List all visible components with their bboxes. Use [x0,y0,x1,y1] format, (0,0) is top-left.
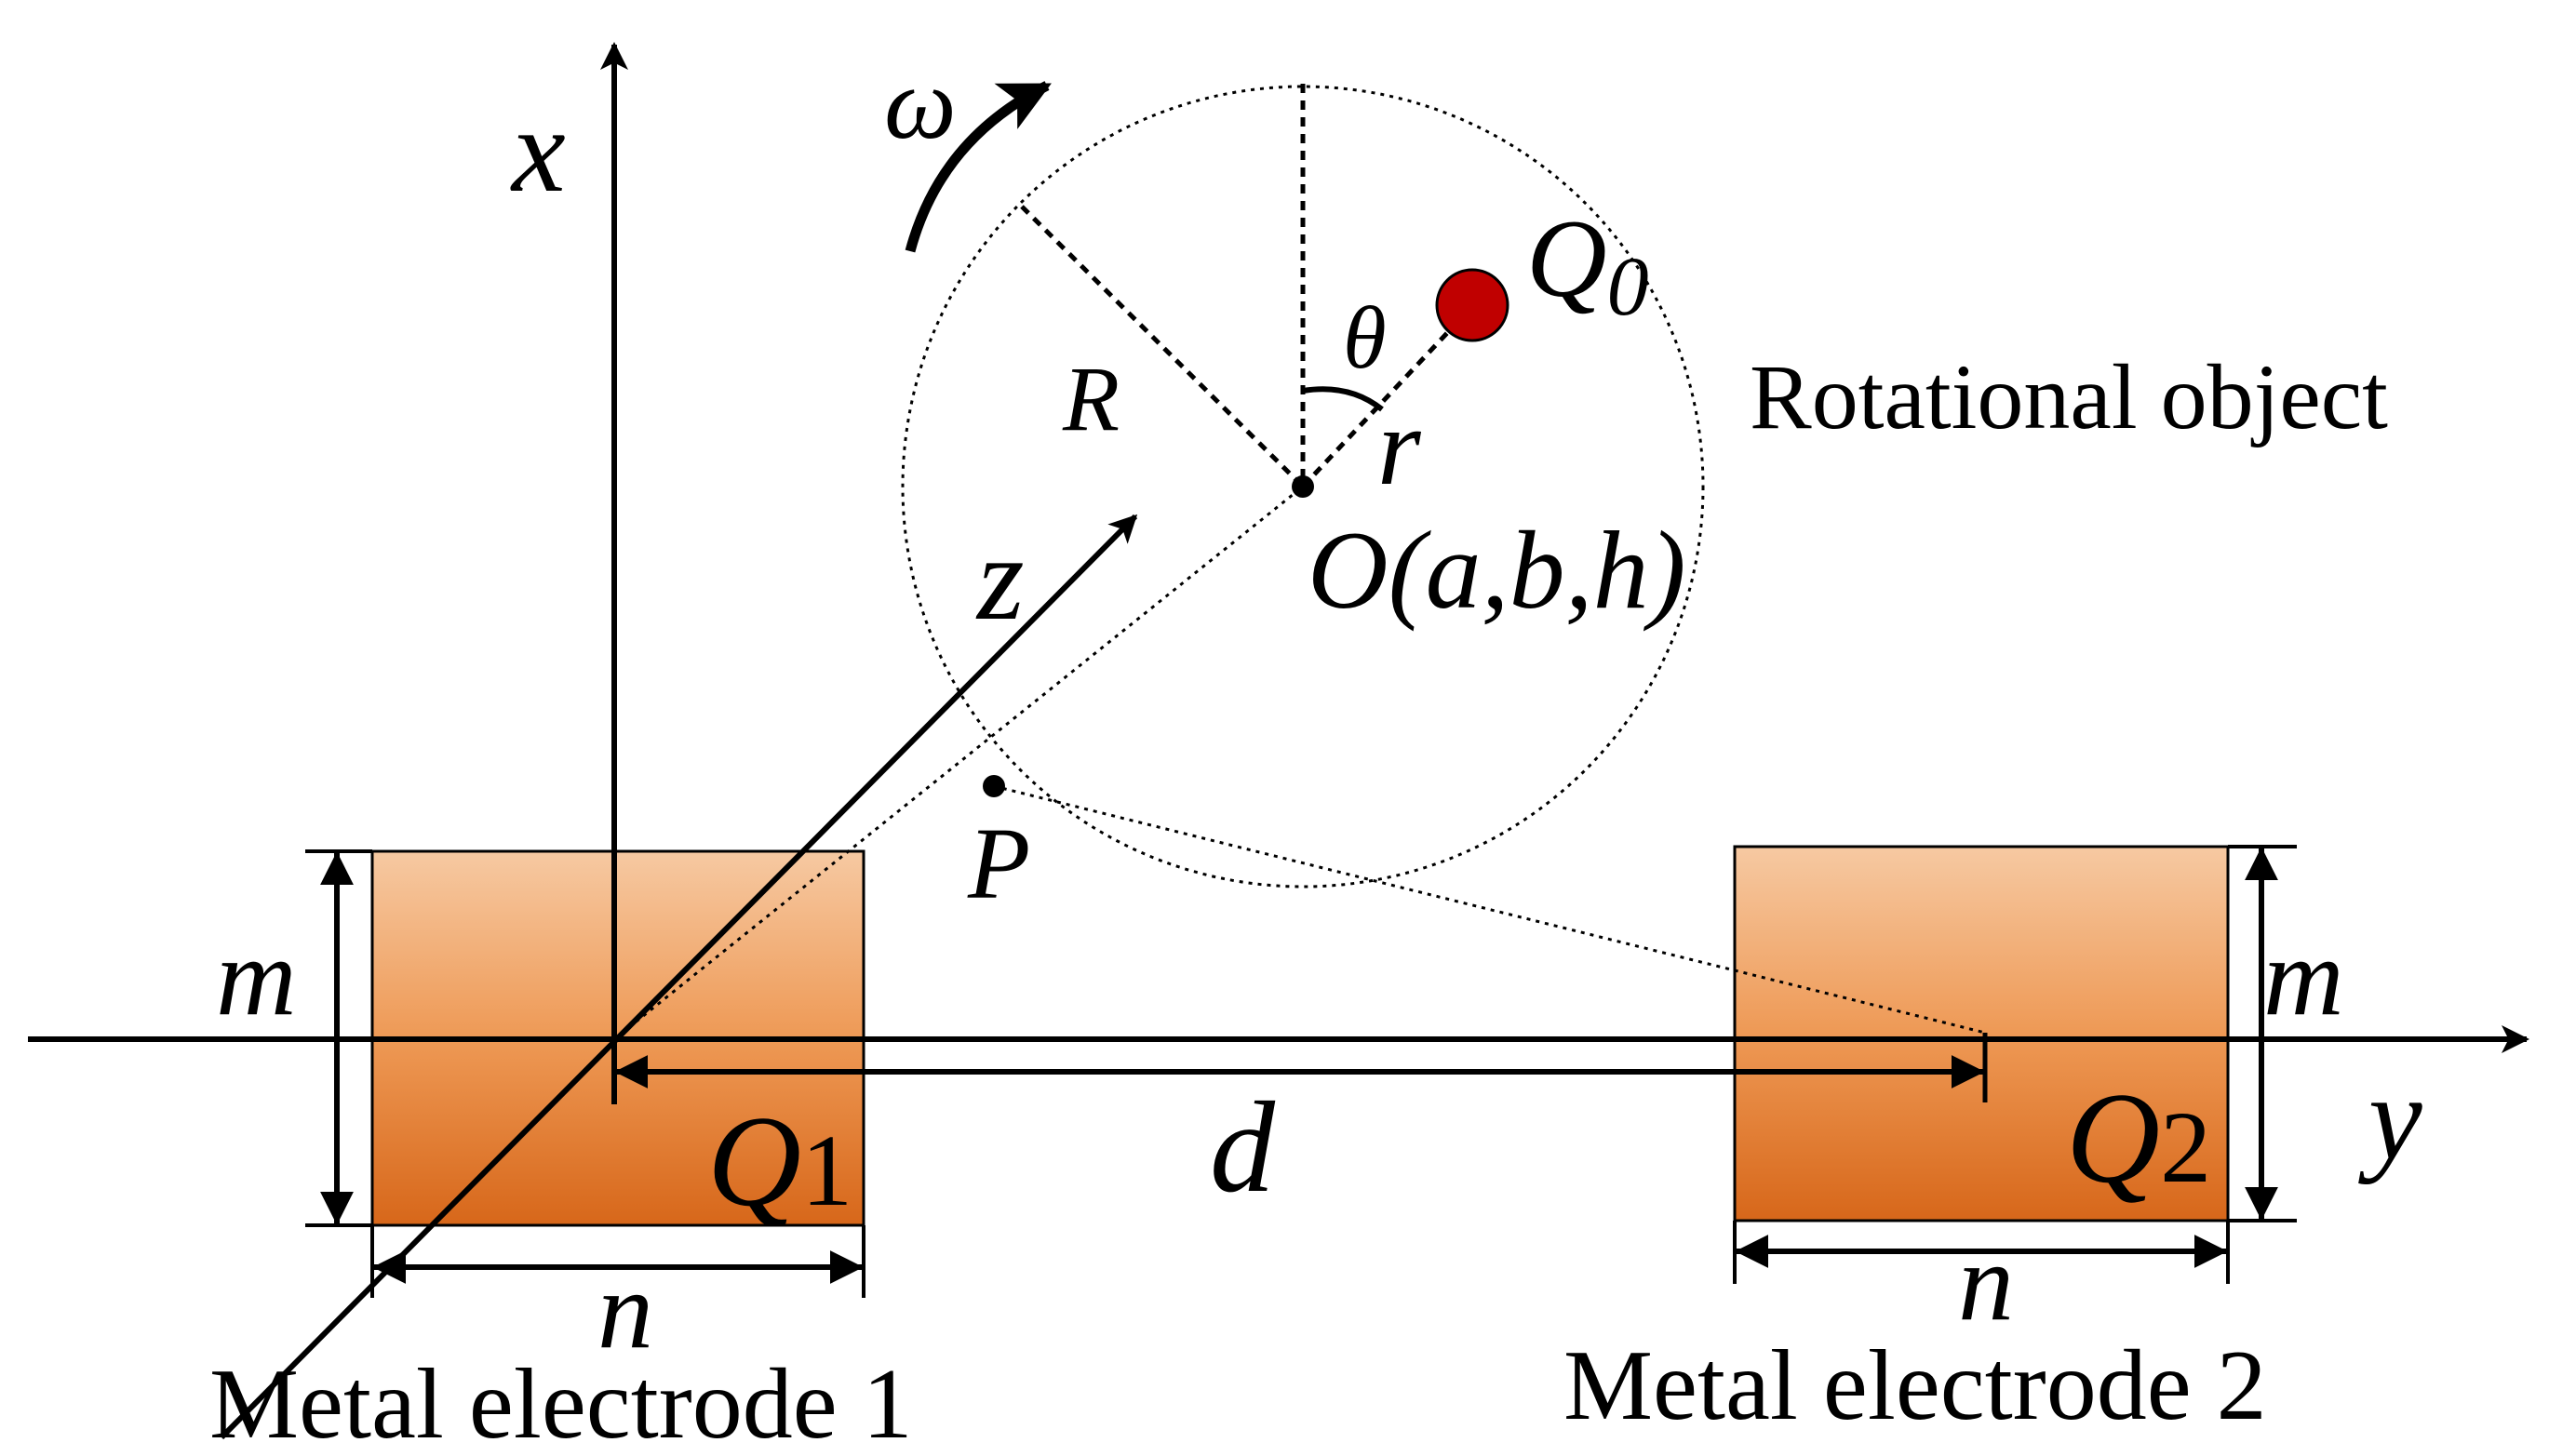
point-p [983,775,1005,797]
metal-electrode-2-label: Metal electrode 2 [1563,1330,2267,1441]
charge-q2-label: Q2 [2066,1066,2211,1210]
theta-label: θ [1343,288,1387,387]
z-axis-arrow [219,514,1138,1440]
omega-label: ω [884,47,957,160]
radius-r-line [1301,301,1477,488]
dim-m-right-label: m [2263,915,2344,1038]
theta-arc [1302,386,1384,412]
line-p-to-q2 [993,784,1986,1035]
charge-q1-label: Q1 [707,1089,852,1234]
center-point-o [1292,475,1314,498]
dim-d-label: d [1210,1075,1276,1220]
dim-n-left-label: n [597,1248,653,1371]
charge-q0 [1435,268,1509,342]
rotational-object-label: Rotational object [1750,345,2388,448]
metal-electrode-1-label: Metal electrode 1 [209,1349,913,1456]
dim-n-right-label: n [1958,1220,2014,1343]
y-axis-label: y [2358,1051,2422,1185]
radius-R-label: R [1062,347,1120,450]
x-axis-label: x [510,84,566,218]
charge-q0-label: Q0 [1526,196,1649,333]
point-p-label: P [967,807,1030,920]
z-axis-label: z [975,512,1025,646]
metal-electrode-2 [1733,845,2230,1222]
rotational-object-circle [901,85,1705,888]
line-origin-to-center [613,485,1304,1041]
dim-m-left-label: m [216,915,297,1038]
center-point-label: O(a,b,h) [1308,508,1686,632]
radius-r-label: r [1377,384,1422,508]
omega-rotation-arrow [905,81,1052,253]
